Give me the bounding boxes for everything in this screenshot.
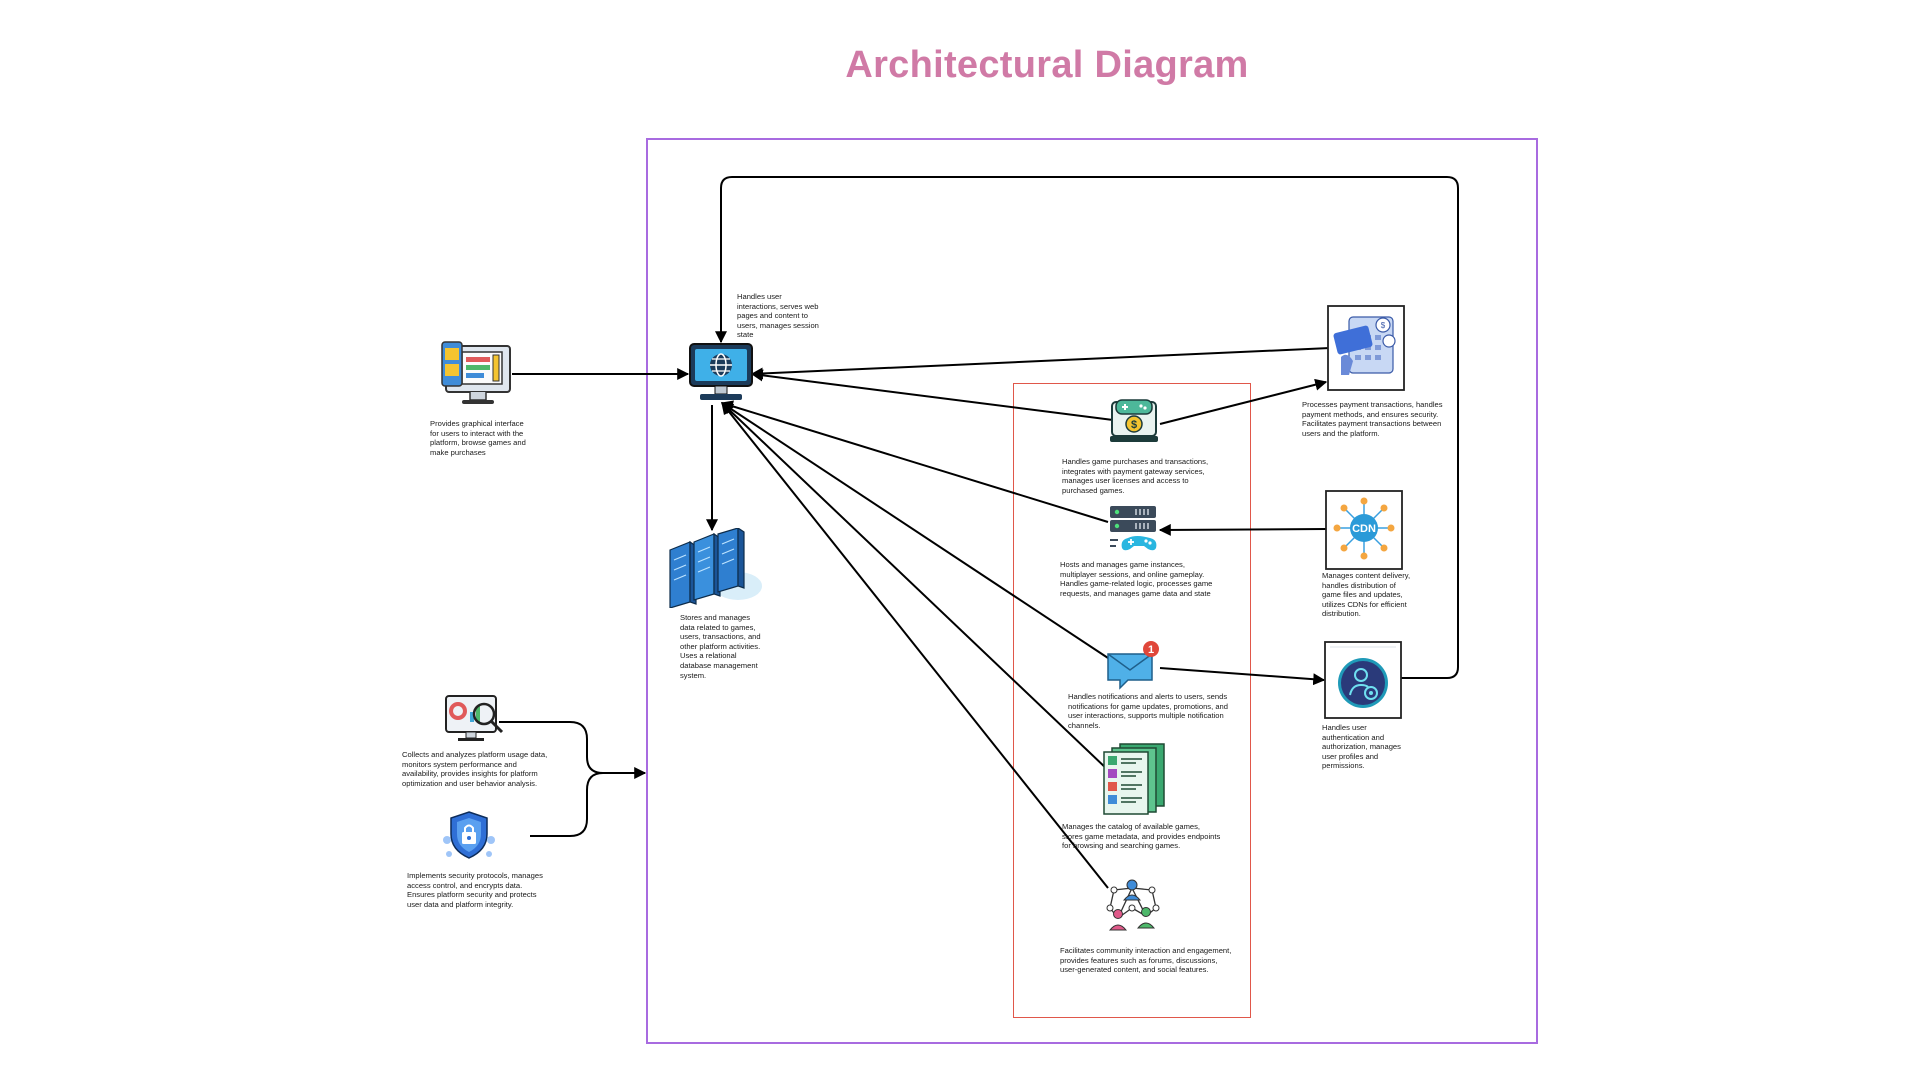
community-network-icon bbox=[1104, 878, 1162, 939]
game-store-icon: $ bbox=[1108, 398, 1160, 451]
analytics-description: Collects and analyzes platform usage dat… bbox=[402, 750, 548, 788]
payment-description: Processes payment transactions, handles … bbox=[1302, 400, 1443, 438]
arrow-community-to-webserver bbox=[721, 402, 1109, 889]
security-description: Implements security protocols, manages a… bbox=[407, 871, 543, 909]
user-auth-icon bbox=[1324, 641, 1402, 724]
connector-security-branch bbox=[530, 772, 604, 837]
community-description: Facilitates community interaction and en… bbox=[1060, 946, 1232, 975]
game-server-icon bbox=[1108, 504, 1160, 559]
notification-mail-icon: 1 bbox=[1106, 640, 1160, 697]
database-description: Stores and manages data related to games… bbox=[680, 613, 761, 680]
arrow-payment-to-webserver bbox=[750, 347, 1331, 380]
store-description: Handles game purchases and transactions,… bbox=[1062, 457, 1209, 495]
system-boundary bbox=[646, 138, 1538, 1044]
arrow-store-to-payment bbox=[1159, 378, 1328, 425]
payment-card-icon: $ bbox=[1327, 305, 1405, 396]
svg-text:$: $ bbox=[1381, 321, 1386, 330]
database-servers-icon bbox=[668, 526, 768, 613]
diagram-title: Architectural Diagram bbox=[845, 44, 1249, 86]
svg-text:$: $ bbox=[1131, 419, 1137, 431]
services-group bbox=[1013, 383, 1251, 1018]
analytics-monitor-icon bbox=[444, 694, 508, 757]
notifications-description: Handles notifications and alerts to user… bbox=[1068, 692, 1228, 730]
catalog-description: Manages the catalog of available games, … bbox=[1062, 822, 1221, 851]
catalog-documents-icon bbox=[1102, 742, 1168, 821]
arrow-gameserver-to-webserver bbox=[720, 400, 1109, 523]
arrow-catalog-to-webserver bbox=[721, 402, 1109, 771]
ui-screen-icon bbox=[440, 340, 512, 415]
cdn-description: Manages content delivery, handles distri… bbox=[1322, 571, 1411, 619]
arrow-store-to-webserver bbox=[750, 369, 1114, 421]
security-shield-icon bbox=[441, 810, 497, 865]
cdn-label: CDN bbox=[1352, 523, 1376, 535]
gameserver-description: Hosts and manages game instances, multip… bbox=[1060, 560, 1213, 598]
arrow-notifications-to-webserver bbox=[720, 402, 1109, 659]
cdn-icon: CDN bbox=[1325, 490, 1403, 575]
arrow-auth-to-webserver bbox=[715, 176, 1459, 679]
notification-badge: 1 bbox=[1148, 644, 1154, 656]
frontend-description: Provides graphical interface for users t… bbox=[430, 419, 526, 457]
arrow-analytics-security-to-frame bbox=[499, 721, 647, 779]
arrow-notifications-to-auth bbox=[1159, 667, 1326, 686]
monitor-globe-icon bbox=[688, 340, 754, 411]
webserver-description: Handles user interactions, serves web pa… bbox=[737, 292, 819, 340]
auth-description: Handles user authentication and authoriz… bbox=[1322, 723, 1401, 771]
arrow-cdn-to-gameserver bbox=[1158, 523, 1328, 536]
